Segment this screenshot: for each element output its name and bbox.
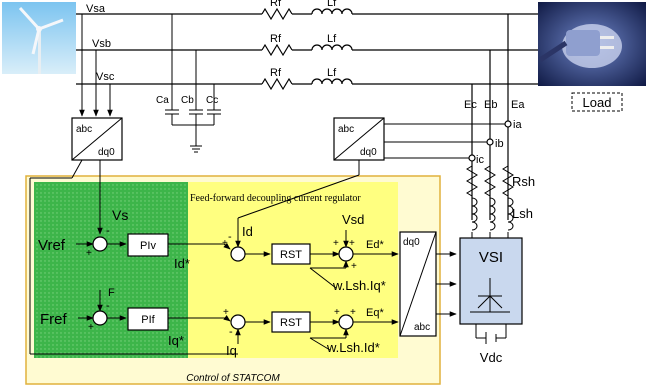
pi-controller-area <box>34 182 188 358</box>
iq-feedback-line <box>29 159 238 355</box>
iq-summer-plus: + <box>223 307 229 318</box>
rsh-label: Rsh <box>512 174 535 189</box>
ia-label: ia <box>513 119 522 131</box>
id-summer-plus: + <box>222 238 228 249</box>
fref-summer <box>92 310 108 326</box>
current-feedback <box>237 160 360 232</box>
rf-label-b: Rf <box>270 33 282 45</box>
load-label: Load <box>583 95 612 110</box>
regulator-title: Feed-forward decoupling current regulato… <box>190 193 361 204</box>
f-label: F <box>108 287 115 299</box>
ed-plus-2: + <box>349 238 355 249</box>
lf-label-a: Lf <box>327 0 337 9</box>
vref-label: Vref <box>38 237 66 254</box>
voltage-taps <box>79 14 113 117</box>
ic-label: ic <box>476 154 484 166</box>
rst-q-label: RST <box>280 317 302 329</box>
cb-label: Cb <box>181 95 194 106</box>
plug-image <box>538 2 646 86</box>
three-phase-lines <box>76 7 538 91</box>
lsh-label: Lsh <box>512 206 533 221</box>
left-abc-dq0-block <box>71 117 123 161</box>
vsd-label: Vsd <box>342 212 364 227</box>
right-dq0-label: dq0 <box>360 147 377 158</box>
load-side-wiring <box>384 14 512 220</box>
vsi-block <box>459 232 523 325</box>
rf-label-a: Rf <box>270 0 282 9</box>
piv-label: PIv <box>140 240 156 252</box>
ed-summer <box>338 246 354 262</box>
left-dq0-label: dq0 <box>98 147 115 158</box>
eb-label: Eb <box>484 99 497 111</box>
eq-ref-label: Eq* <box>366 307 384 319</box>
ca-label: Ca <box>156 95 169 106</box>
inverse-abc-label: abc <box>414 322 430 333</box>
ed-plus-3: + <box>351 261 357 272</box>
vref-summer <box>92 236 108 252</box>
ib-label: ib <box>495 138 504 150</box>
inverse-dq0-abc-block <box>399 231 437 337</box>
rst-d-label: RST <box>280 249 302 261</box>
vdc-label: Vdc <box>480 350 503 365</box>
right-abc-label: abc <box>338 124 354 135</box>
filter-capacitors <box>165 14 221 153</box>
vsi-label: VSI <box>479 249 503 266</box>
vsb-label: Vsb <box>92 38 111 50</box>
w-lsh-id-label: w.Lsh.Id* <box>326 340 380 355</box>
piv-block <box>127 233 169 257</box>
fref-minus: - <box>106 300 110 312</box>
id-ref-label: Id* <box>174 256 190 271</box>
vs-label: Vs <box>112 207 128 223</box>
pif-label: PIf <box>141 314 155 326</box>
iq-summer <box>230 314 246 330</box>
lf-label-b: Lf <box>327 33 337 45</box>
w-lsh-iq-label: w.Lsh.Iq* <box>332 278 386 293</box>
load-box <box>571 92 623 112</box>
right-abc-dq0-block <box>333 117 385 161</box>
id-summer-minus: - <box>228 231 232 243</box>
control-caption: Control of STATCOM <box>186 373 280 384</box>
wind-turbine-image <box>2 2 76 74</box>
ec-label: Ec <box>464 99 477 111</box>
id-summer <box>230 246 246 262</box>
eq-plus-1: + <box>334 307 340 318</box>
id-label: Id <box>242 224 253 239</box>
shunt-branch <box>466 165 514 231</box>
fref-label: Fref <box>40 311 68 328</box>
vref-minus: - <box>106 225 110 237</box>
ea-label: Ea <box>511 99 525 111</box>
ed-ref-label: Ed* <box>366 239 384 251</box>
cc-label: Cc <box>206 95 218 106</box>
iq-summer-minus: - <box>229 326 233 338</box>
vsc-label: Vsc <box>96 71 115 83</box>
iq-ref-label: Iq* <box>168 333 184 348</box>
dc-link <box>475 324 507 344</box>
ed-plus-1: + <box>333 238 339 249</box>
rf-label-c: Rf <box>270 67 282 79</box>
lf-label-c: Lf <box>327 67 337 79</box>
pif-block <box>127 307 169 331</box>
fref-plus: + <box>88 322 94 333</box>
vsi-gating-signals <box>436 251 457 317</box>
vref-plus: + <box>86 248 92 259</box>
eq-plus-2: + <box>350 307 356 318</box>
vsa-label: Vsa <box>86 3 106 15</box>
iq-label: Iq <box>226 343 237 358</box>
left-abc-label: abc <box>76 124 92 135</box>
inverse-dq0-label: dq0 <box>403 237 420 248</box>
